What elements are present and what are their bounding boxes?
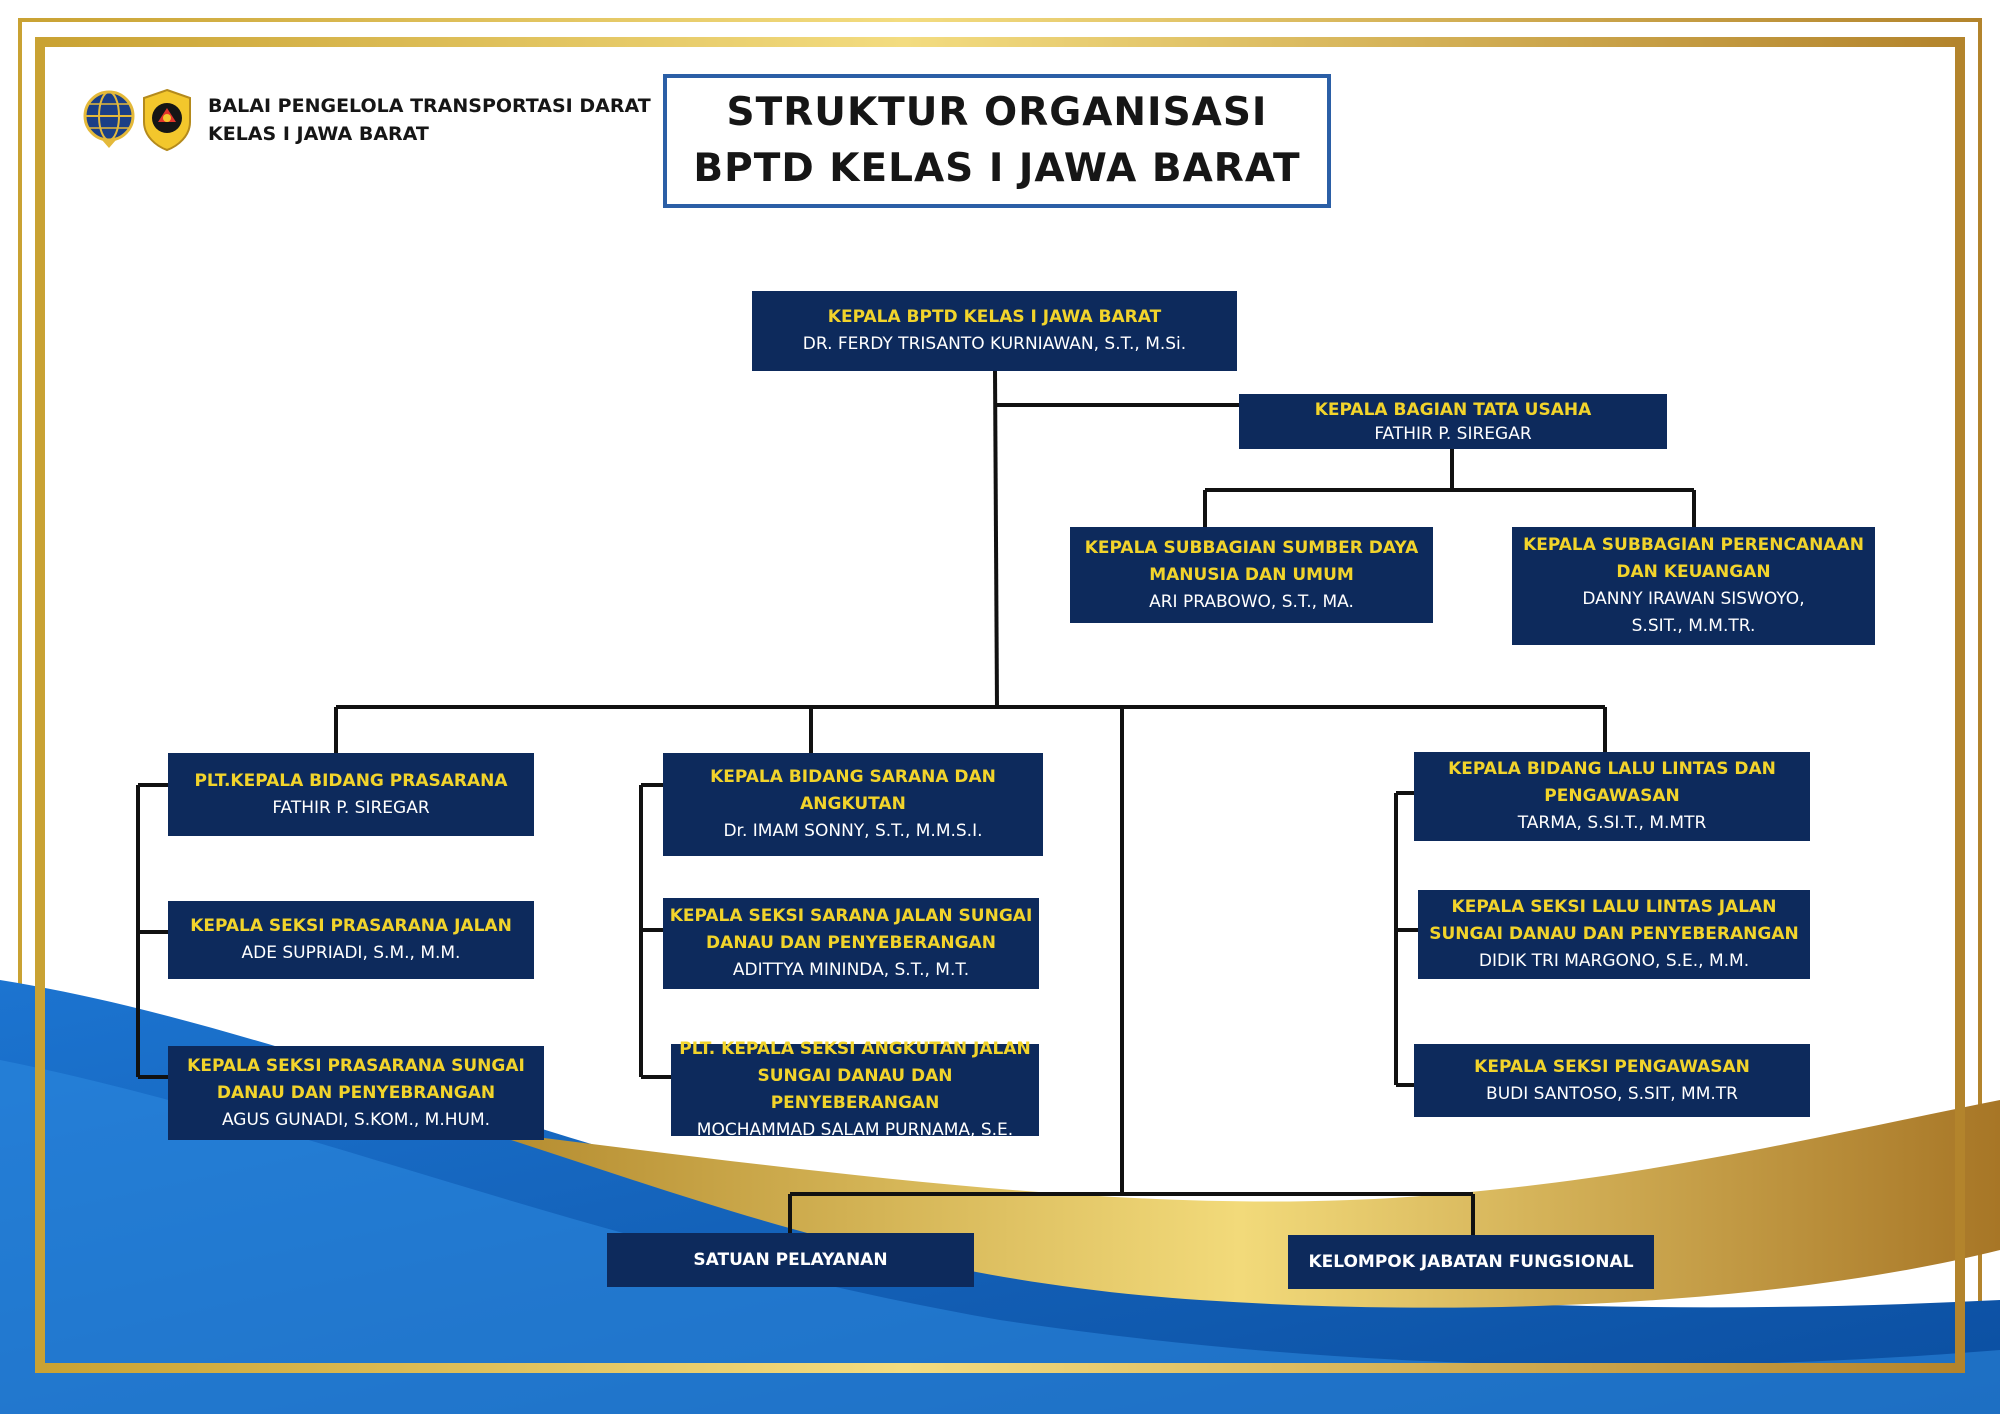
person-name: DANNY IRAWAN SISWOYO, S.SIT., M.M.TR. bbox=[1582, 589, 1805, 636]
node-subbagian-sdm: KEPALA SUBBAGIAN SUMBER DAYA MANUSIA DAN… bbox=[1070, 527, 1433, 623]
connector-head-trunk bbox=[993, 369, 999, 709]
role-label: KEPALA SUBBAGIAN PERENCANAAN DAN KEUANGA… bbox=[1523, 535, 1864, 582]
role-label: KEPALA SEKSI LALU LINTAS JALAN SUNGAI DA… bbox=[1429, 897, 1799, 944]
role-label: PLT.KEPALA BIDANG PRASARANA bbox=[194, 770, 508, 791]
role-label: PLT. KEPALA SEKSI ANGKUTAN JALAN SUNGAI … bbox=[679, 1039, 1031, 1113]
role-label: KEPALA BAGIAN TATA USAHA bbox=[1314, 399, 1592, 420]
node-seksi-pengawasan: KEPALA SEKSI PENGAWASAN BUDI SANTOSO, S.… bbox=[1414, 1044, 1810, 1117]
node-bidang-lalu-lintas: KEPALA BIDANG LALU LINTAS DAN PENGAWASAN… bbox=[1414, 752, 1810, 841]
organization-name-line1: BALAI PENGELOLA TRANSPORTASI DARAT bbox=[208, 95, 651, 117]
light-blue-wave bbox=[0, 1060, 2000, 1414]
node-seksi-angkutan: PLT. KEPALA SEKSI ANGKUTAN JALAN SUNGAI … bbox=[671, 1039, 1039, 1140]
chart-title: STRUKTUR ORGANISASI BPTD KELAS I JAWA BA… bbox=[663, 74, 1331, 208]
person-name: MOCHAMMAD SALAM PURNAMA, S.E. bbox=[696, 1120, 1014, 1140]
node-seksi-lalu-lintas: KEPALA SEKSI LALU LINTAS JALAN SUNGAI DA… bbox=[1418, 890, 1810, 979]
node-satuan-pelayanan: SATUAN PELAYANAN bbox=[607, 1233, 974, 1287]
person-name: DIDIK TRI MARGONO, S.E., M.M. bbox=[1478, 951, 1750, 971]
globe-emblem-icon bbox=[83, 90, 135, 148]
node-bidang-sarana: KEPALA BIDANG SARANA DAN ANGKUTAN Dr. IM… bbox=[663, 753, 1043, 856]
person-name: ADE SUPRIADI, S.M., M.M. bbox=[241, 943, 461, 963]
person-name: DR. FERDY TRISANTO KURNIAWAN, S.T., M.Si… bbox=[802, 334, 1187, 354]
node-kepala-bptd: KEPALA BPTD KELAS I JAWA BARAT DR. FERDY… bbox=[752, 291, 1237, 371]
node-seksi-prasarana-sungai: KEPALA SEKSI PRASARANA SUNGAI DANAU DAN … bbox=[168, 1046, 544, 1140]
role-label: KEPALA SEKSI PRASARANA JALAN bbox=[190, 916, 512, 936]
node-kelompok-jabatan-fungsional: KELOMPOK JABATAN FUNGSIONAL bbox=[1288, 1235, 1654, 1289]
role-label: KEPALA SEKSI PENGAWASAN bbox=[1474, 1056, 1750, 1077]
role-label: KEPALA SEKSI PRASARANA SUNGAI DANAU DAN … bbox=[187, 1055, 525, 1103]
role-label: KEPALA SUBBAGIAN SUMBER DAYA MANUSIA DAN… bbox=[1084, 537, 1419, 585]
person-name: ADITTYA MININDA, S.T., M.T. bbox=[732, 960, 970, 980]
person-name: AGUS GUNADI, S.KOM., M.HUM. bbox=[221, 1109, 491, 1130]
chart-title-line2: BPTD KELAS I JAWA BARAT bbox=[693, 146, 1301, 191]
person-name: Dr. IMAM SONNY, S.T., M.M.S.I. bbox=[723, 821, 983, 841]
role-label: KEPALA SEKSI SARANA JALAN SUNGAI DANAU D… bbox=[669, 906, 1033, 953]
organization-name: BALAI PENGELOLA TRANSPORTASI DARAT KELAS… bbox=[208, 92, 651, 148]
person-name: BUDI SANTOSO, S.SIT, MM.TR bbox=[1486, 1083, 1738, 1104]
node-seksi-sarana: KEPALA SEKSI SARANA JALAN SUNGAI DANAU D… bbox=[663, 898, 1039, 989]
person-name: TARMA, S.SI.T., M.MTR bbox=[1517, 813, 1707, 833]
role-label: KEPALA BIDANG LALU LINTAS DAN PENGAWASAN bbox=[1448, 759, 1776, 806]
person-name: FATHIR P. SIREGAR bbox=[1374, 423, 1532, 444]
organization-name-line2: KELAS I JAWA BARAT bbox=[208, 123, 429, 145]
role-label: SATUAN PELAYANAN bbox=[693, 1249, 888, 1270]
shield-emblem-icon bbox=[143, 88, 191, 152]
role-label: KEPALA BIDANG SARANA DAN ANGKUTAN bbox=[710, 767, 996, 814]
node-tata-usaha: KEPALA BAGIAN TATA USAHA FATHIR P. SIREG… bbox=[1239, 394, 1667, 449]
person-name: ARI PRABOWO, S.T., MA. bbox=[1149, 591, 1354, 612]
role-label: KELOMPOK JABATAN FUNGSIONAL bbox=[1308, 1251, 1634, 1272]
inner-frame bbox=[35, 37, 1965, 1373]
node-bidang-prasarana: PLT.KEPALA BIDANG PRASARANA FATHIR P. SI… bbox=[168, 753, 534, 836]
node-subbagian-perencanaan: KEPALA SUBBAGIAN PERENCANAAN DAN KEUANGA… bbox=[1512, 527, 1875, 645]
chart-title-line1: STRUKTUR ORGANISASI bbox=[726, 90, 1268, 135]
node-seksi-prasarana-jalan: KEPALA SEKSI PRASARANA JALAN ADE SUPRIAD… bbox=[168, 901, 534, 979]
person-name: FATHIR P. SIREGAR bbox=[272, 797, 430, 818]
role-label: KEPALA BPTD KELAS I JAWA BARAT bbox=[827, 307, 1162, 327]
